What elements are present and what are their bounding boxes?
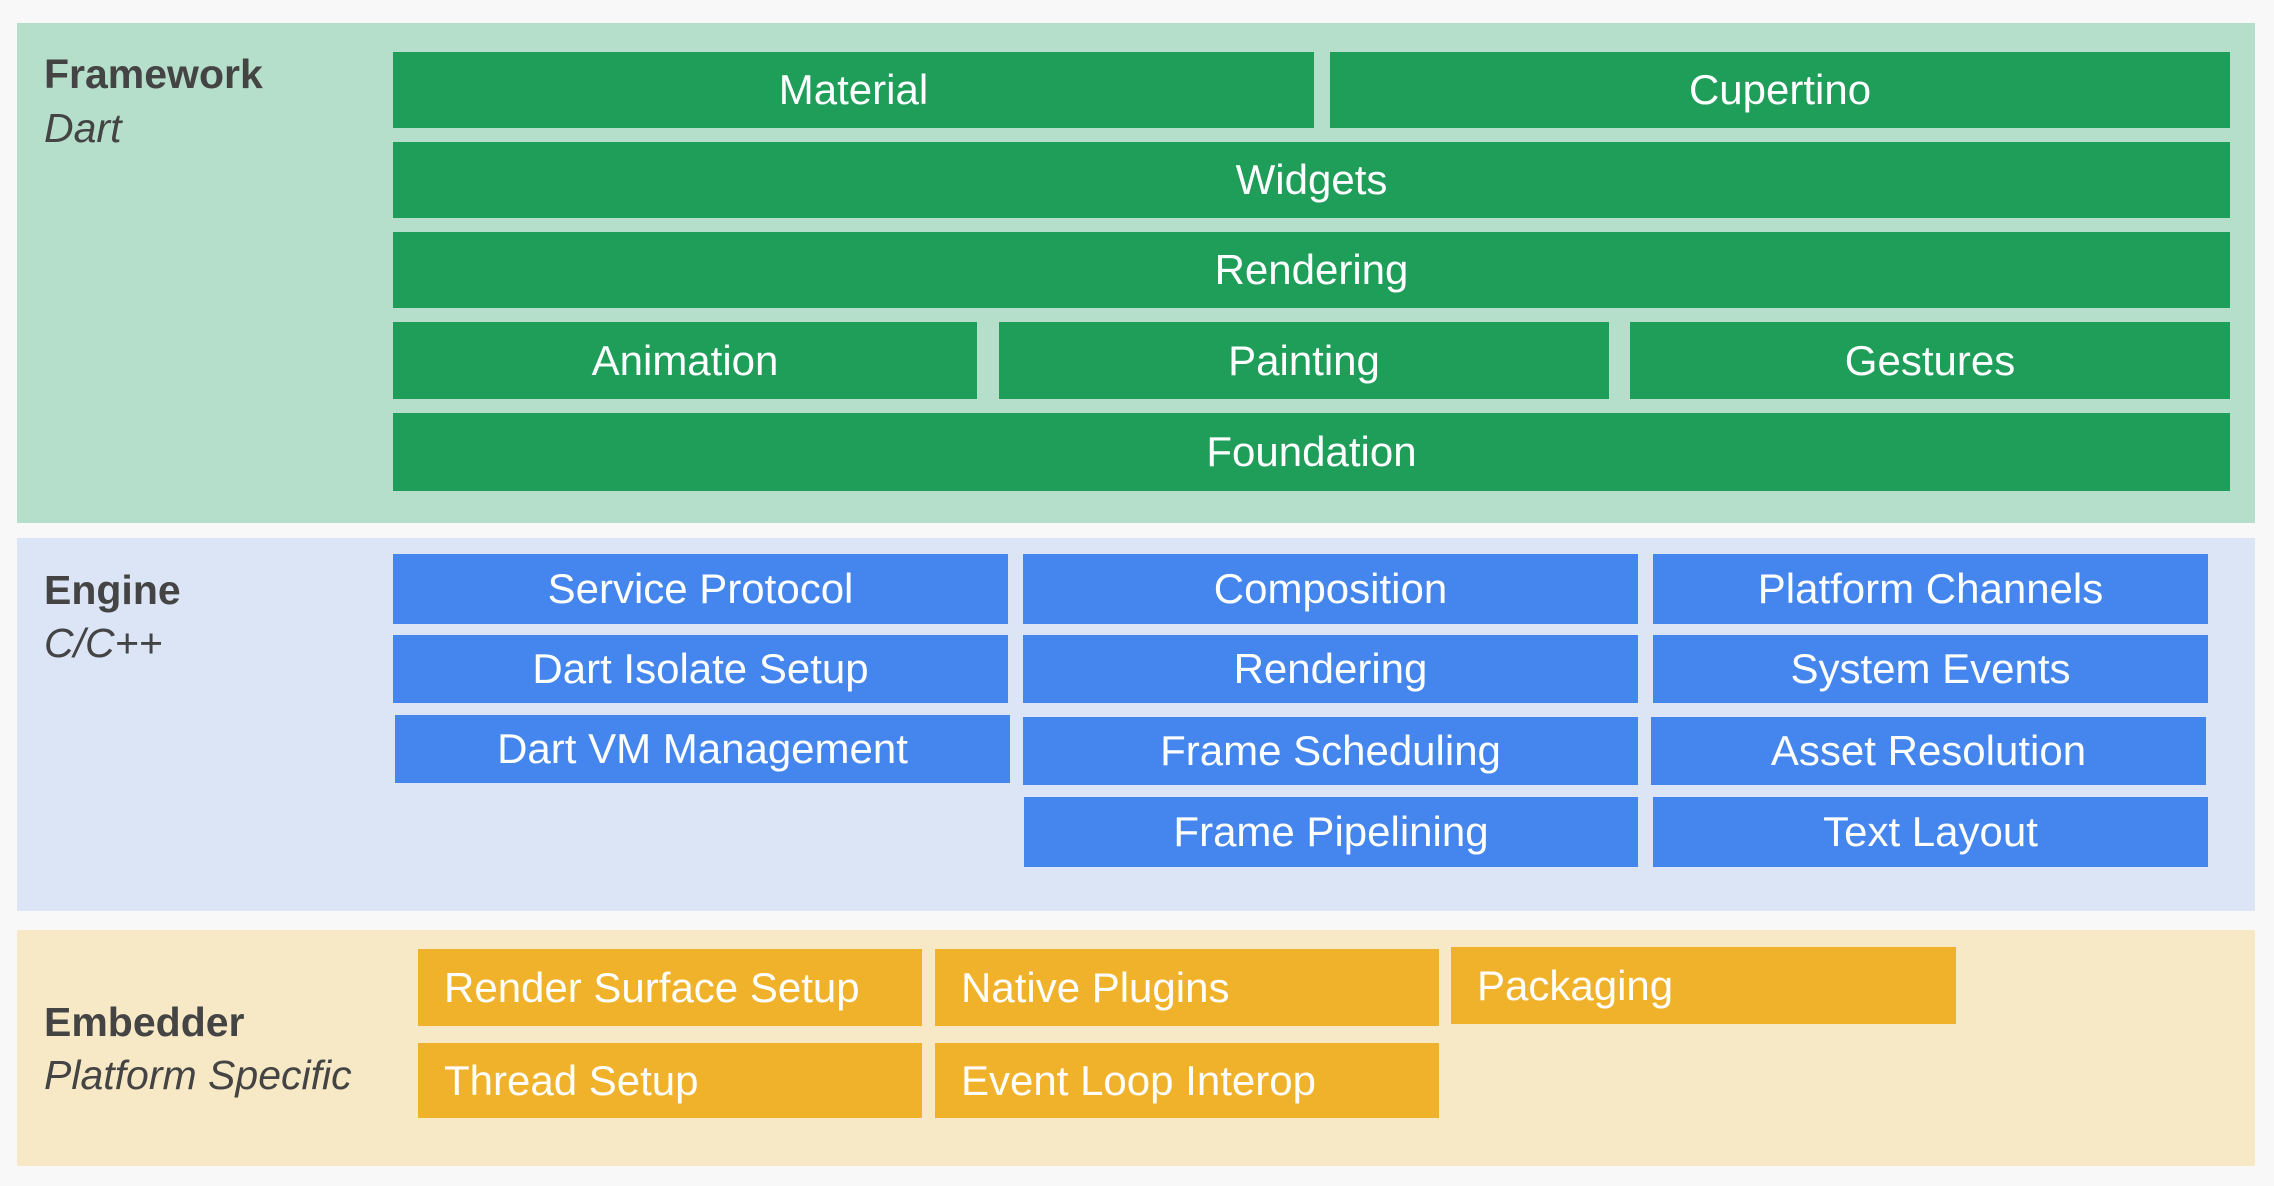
material-box: Material bbox=[393, 52, 1314, 128]
gestures-box: Gestures bbox=[1630, 322, 2230, 399]
embedder-subtitle: Platform Specific bbox=[44, 1052, 352, 1098]
text-layout-box: Text Layout bbox=[1653, 797, 2208, 867]
engine-rendering-box: Rendering bbox=[1023, 635, 1638, 703]
embedder-title: Embedder bbox=[44, 999, 245, 1045]
framework-title: Framework bbox=[44, 51, 263, 97]
native-plugins-box: Native Plugins bbox=[935, 949, 1439, 1026]
painting-box: Painting bbox=[999, 322, 1609, 399]
rendering-box: Rendering bbox=[393, 232, 2230, 308]
platform-channels-box: Platform Channels bbox=[1653, 554, 2208, 624]
cupertino-box: Cupertino bbox=[1330, 52, 2230, 128]
event-loop-interop-box: Event Loop Interop bbox=[935, 1043, 1439, 1118]
system-events-box: System Events bbox=[1653, 635, 2208, 703]
widgets-box: Widgets bbox=[393, 142, 2230, 218]
asset-resolution-box: Asset Resolution bbox=[1651, 717, 2206, 785]
animation-box: Animation bbox=[393, 322, 977, 399]
framework-layer: Framework Dart Material Cupertino Widget… bbox=[17, 23, 2255, 523]
foundation-box: Foundation bbox=[393, 413, 2230, 491]
framework-subtitle: Dart bbox=[44, 105, 122, 151]
frame-scheduling-box: Frame Scheduling bbox=[1023, 717, 1638, 785]
engine-layer: Engine C/C++ Service Protocol Compositio… bbox=[17, 538, 2255, 911]
packaging-box: Packaging bbox=[1451, 947, 1956, 1024]
composition-box: Composition bbox=[1023, 554, 1638, 624]
thread-setup-box: Thread Setup bbox=[418, 1043, 922, 1118]
engine-title: Engine bbox=[44, 567, 181, 613]
engine-subtitle: C/C++ bbox=[44, 620, 163, 666]
dart-isolate-setup-box: Dart Isolate Setup bbox=[393, 635, 1008, 703]
frame-pipelining-box: Frame Pipelining bbox=[1024, 797, 1638, 867]
render-surface-setup-box: Render Surface Setup bbox=[418, 949, 922, 1026]
service-protocol-box: Service Protocol bbox=[393, 554, 1008, 624]
embedder-layer: Embedder Platform Specific Render Surfac… bbox=[17, 930, 2255, 1166]
dart-vm-management-box: Dart VM Management bbox=[395, 715, 1010, 783]
